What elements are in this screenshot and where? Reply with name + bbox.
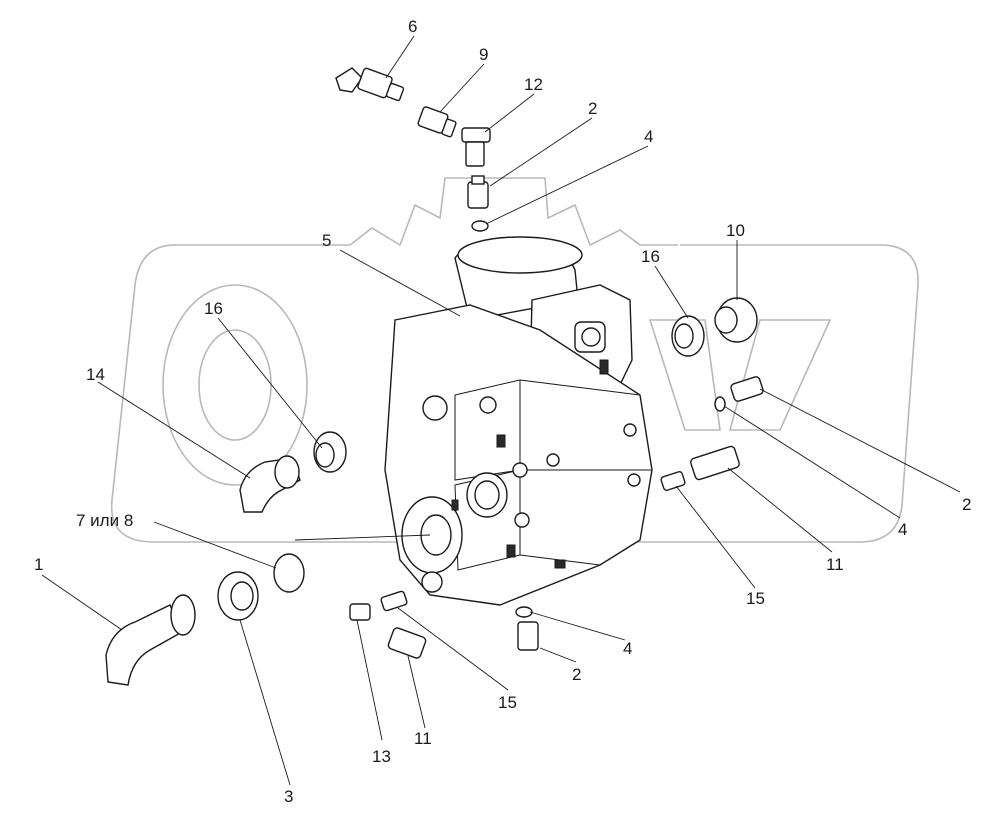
callout-3: 3 <box>284 787 293 806</box>
callout-11-right: 11 <box>826 555 844 574</box>
part-1-hose <box>105 594 196 686</box>
part-2-fitting-bottom <box>517 621 539 651</box>
callout-4-top: 4 <box>644 127 653 146</box>
part-3-nut <box>217 571 259 621</box>
part-4-washer-bottom <box>515 606 533 618</box>
callout-2-top: 2 <box>588 99 597 118</box>
part-6-sensor <box>335 67 405 102</box>
callout-12: 12 <box>524 75 543 94</box>
part-11-coupling-right <box>690 445 740 481</box>
part-10-nut <box>714 297 758 343</box>
part-15-fitting-right <box>660 471 686 491</box>
callout-11-bottom: 11 <box>414 729 432 748</box>
callout-13: 13 <box>372 747 391 766</box>
part-2-fitting-top <box>467 175 489 209</box>
callout-6: 6 <box>408 17 417 36</box>
callout-15-right: 15 <box>746 589 765 608</box>
callout-labels: 6 9 12 2 4 5 10 16 16 14 2 4 7 или 8 11 … <box>34 17 971 806</box>
callout-5: 5 <box>322 231 331 250</box>
part-11-coupling-bottom <box>387 627 427 659</box>
watermark-logo <box>110 177 919 543</box>
part-2-fitting-right <box>730 376 764 402</box>
callout-4-right: 4 <box>898 520 907 539</box>
callout-9: 9 <box>479 45 488 64</box>
part-14-elbow <box>239 455 301 513</box>
callout-14: 14 <box>86 365 105 384</box>
callout-2-bottom: 2 <box>572 665 581 684</box>
part-12-tee <box>461 127 491 167</box>
part-15-fitting-bottom <box>380 590 408 612</box>
part-7-or-8-oring <box>273 553 305 593</box>
part-4-washer-right <box>714 396 726 412</box>
callout-16-right: 16 <box>641 247 660 266</box>
part-9-fitting <box>417 106 457 138</box>
callout-10: 10 <box>726 221 745 240</box>
pump-housing <box>384 236 653 606</box>
callout-15-bottom: 15 <box>498 693 517 712</box>
part-16-adapter-right <box>671 315 705 357</box>
part-13-elbow <box>349 603 371 621</box>
callout-16-left: 16 <box>204 299 223 318</box>
leader-lines <box>41 35 961 786</box>
callout-2-right: 2 <box>962 495 971 514</box>
callout-7-or-8: 7 или 8 <box>76 511 133 530</box>
part-4-washer-top <box>471 220 489 232</box>
callout-1: 1 <box>34 555 43 574</box>
part-16-adapter-left <box>313 431 347 473</box>
callout-4-bottom: 4 <box>623 639 632 658</box>
